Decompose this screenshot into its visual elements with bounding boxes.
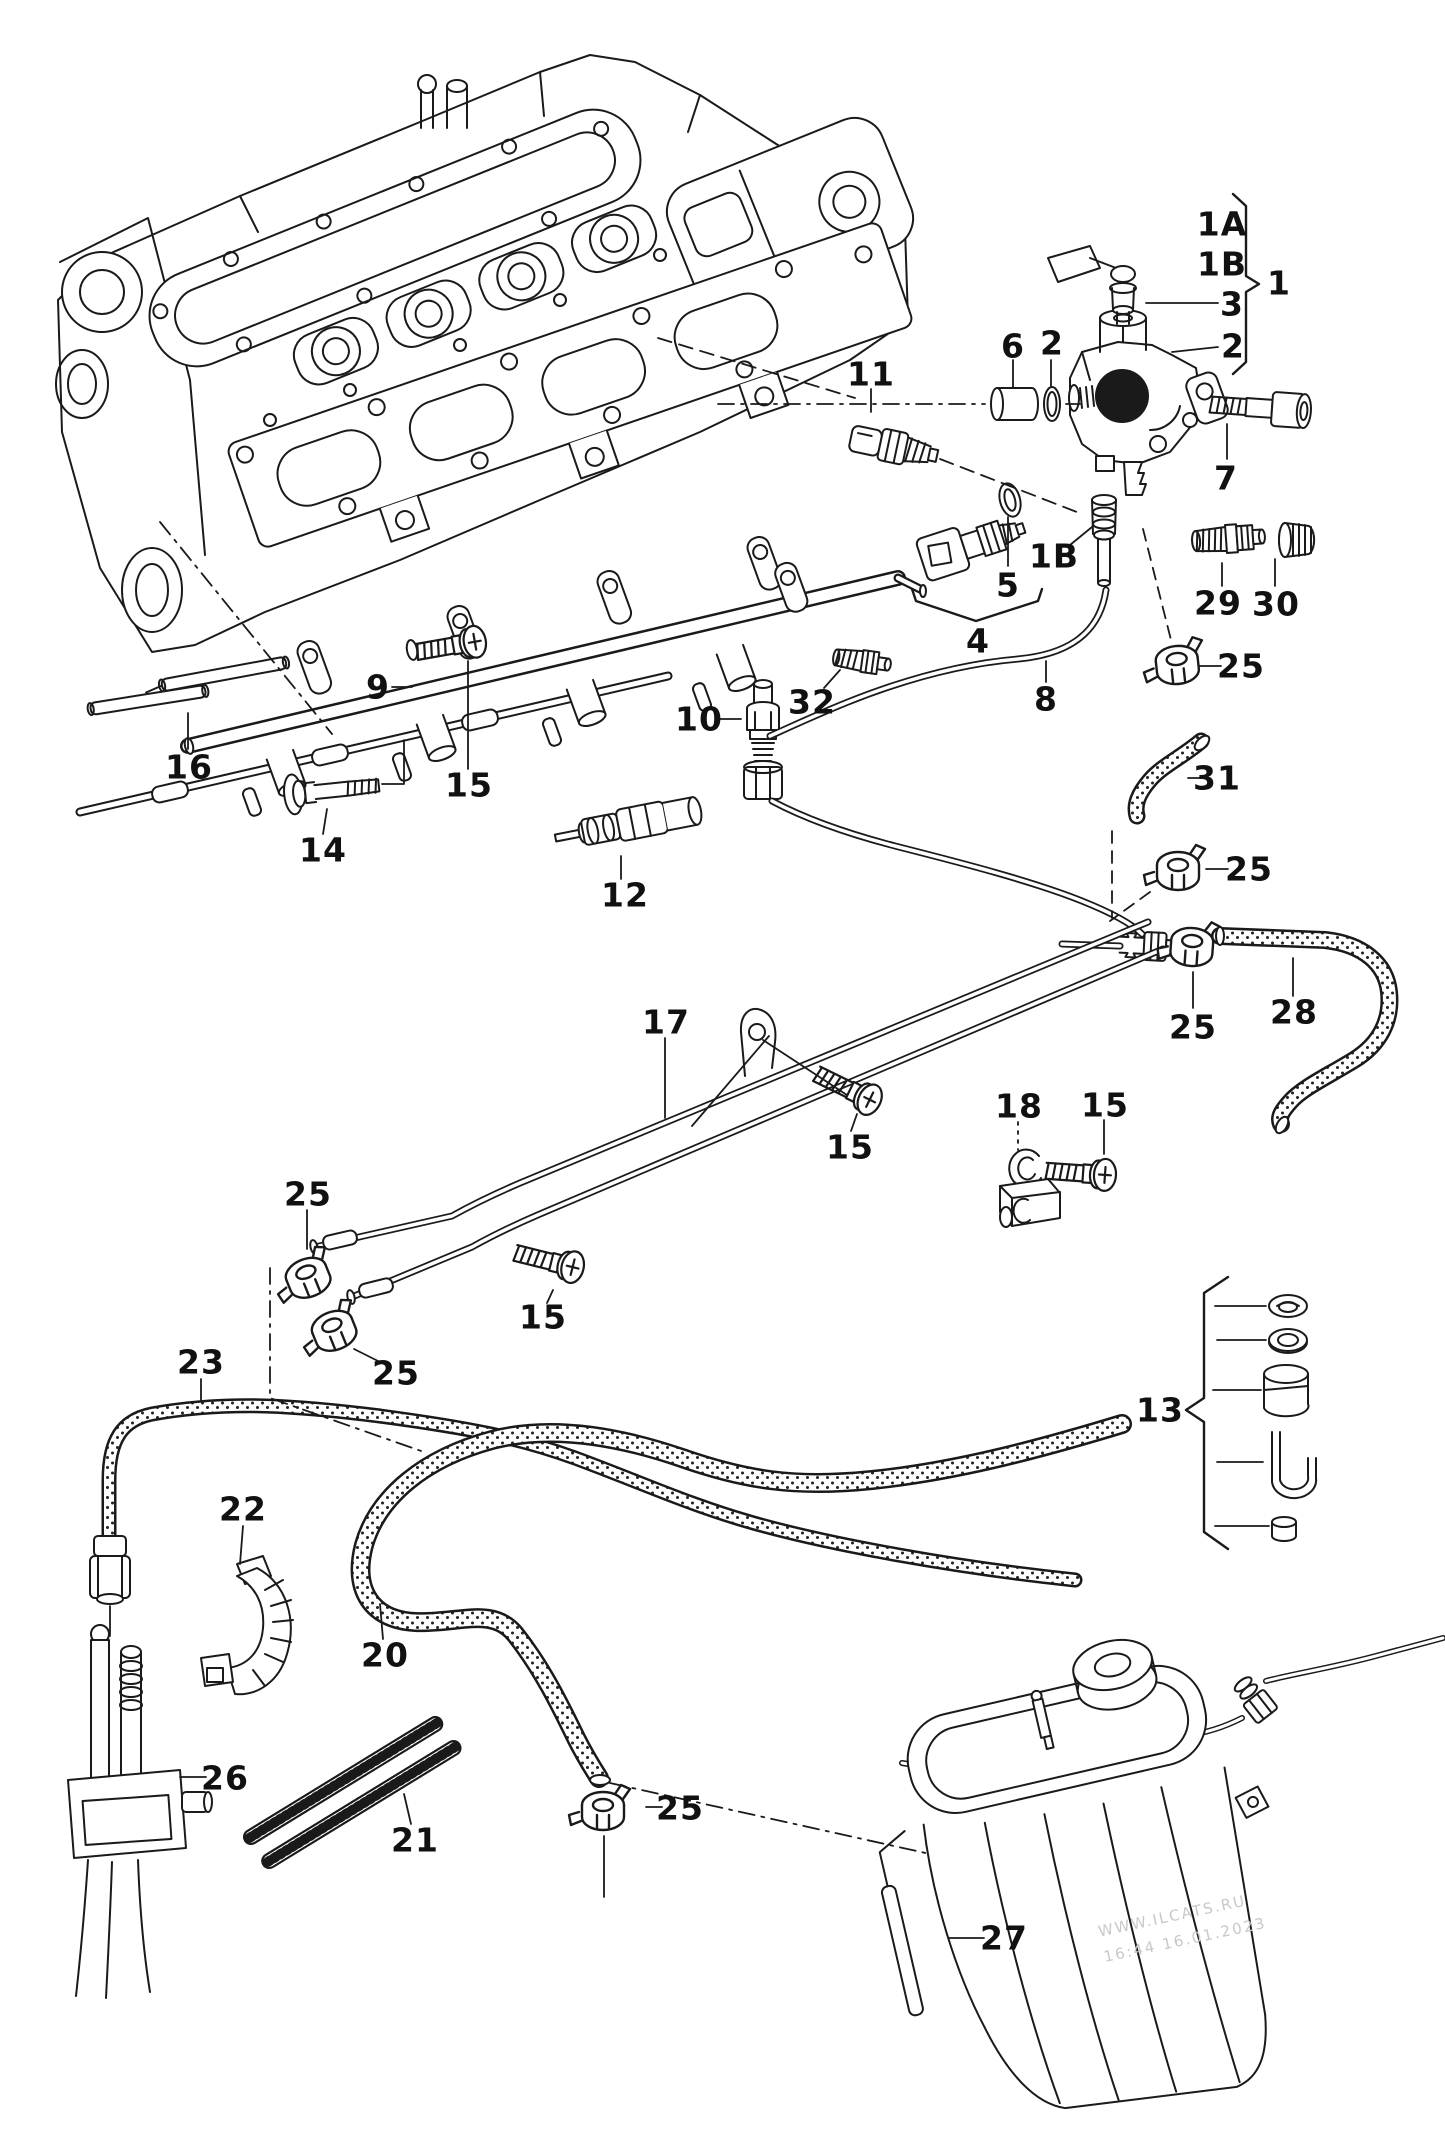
part-label-25e: 25 bbox=[372, 1353, 420, 1393]
head-gasket-sheet bbox=[227, 222, 913, 548]
part-label-8: 8 bbox=[1034, 679, 1058, 719]
part-label-32: 32 bbox=[788, 682, 836, 722]
screw-15-d bbox=[510, 1236, 589, 1287]
part-label-29: 29 bbox=[1194, 583, 1242, 623]
high-pressure-pump bbox=[1047, 245, 1229, 496]
construction-lines bbox=[159, 337, 1172, 1855]
part-label-17: 17 bbox=[642, 1002, 690, 1042]
fuel-rail bbox=[75, 535, 927, 817]
clip-22 bbox=[200, 1555, 294, 1696]
part-label-16: 16 bbox=[165, 747, 213, 787]
part-label-15c: 15 bbox=[1081, 1085, 1129, 1125]
fitting-1b bbox=[1091, 494, 1117, 587]
part-label-11: 11 bbox=[847, 354, 895, 394]
screw-15-c bbox=[1043, 1153, 1119, 1193]
part-label-23: 23 bbox=[177, 1342, 225, 1382]
part-label-3: 3 bbox=[1220, 284, 1244, 324]
hose-28 bbox=[1211, 926, 1399, 1135]
clamp-25-e bbox=[291, 1295, 368, 1363]
connector-26 bbox=[67, 1624, 213, 1999]
hose-20 bbox=[350, 1414, 1132, 1788]
part-label-5: 5 bbox=[996, 565, 1020, 605]
part-label-25d: 25 bbox=[284, 1174, 332, 1214]
part-label-13: 13 bbox=[1136, 1390, 1184, 1430]
dowel-pins-16 bbox=[86, 655, 291, 717]
fitting-29 bbox=[1191, 523, 1266, 554]
part-label-25f: 25 bbox=[656, 1788, 704, 1828]
fuel-pipes-17 bbox=[309, 918, 1167, 1305]
part-label-6: 6 bbox=[1001, 326, 1025, 366]
part-label-1B: 1B bbox=[1196, 244, 1248, 284]
injector-12 bbox=[553, 796, 703, 846]
part-label-30: 30 bbox=[1252, 584, 1300, 624]
engine-head-sketch bbox=[55, 54, 915, 653]
bushing-6 bbox=[990, 387, 1039, 421]
hose-31 bbox=[1127, 732, 1211, 825]
part-label-15b: 15 bbox=[826, 1127, 874, 1167]
fitting-32 bbox=[832, 648, 892, 676]
part-label-12: 12 bbox=[601, 875, 649, 915]
elbow-fitting bbox=[743, 760, 783, 800]
part-label-31: 31 bbox=[1193, 758, 1241, 798]
part-label-9: 9 bbox=[366, 667, 390, 707]
part-label-1A: 1A bbox=[1196, 204, 1248, 244]
part-label-1Bb: 1B bbox=[1028, 536, 1080, 576]
bolt-14 bbox=[283, 773, 381, 816]
leader-lines bbox=[179, 302, 1294, 1939]
valve-10 bbox=[746, 679, 780, 762]
clamp-25-b bbox=[1142, 843, 1207, 892]
part-label-10: 10 bbox=[675, 699, 723, 739]
clamp-25-d bbox=[265, 1242, 342, 1310]
part-label-14: 14 bbox=[299, 830, 347, 870]
part-label-28: 28 bbox=[1270, 992, 1318, 1032]
strips-21 bbox=[243, 1716, 462, 1869]
part-label-18: 18 bbox=[995, 1086, 1043, 1126]
canister-27 bbox=[878, 1638, 1270, 2110]
bolt-7 bbox=[1208, 391, 1312, 430]
group-braces bbox=[910, 192, 1261, 623]
pump-feed-pipe-8 bbox=[766, 586, 1110, 740]
part-label-2b: 2 bbox=[1040, 323, 1064, 363]
clamp-25-f bbox=[567, 1783, 632, 1832]
part-label-21: 21 bbox=[391, 1820, 439, 1860]
group-13-parts bbox=[1184, 1275, 1318, 1551]
sensor-4 bbox=[915, 519, 1027, 582]
part-label-4: 4 bbox=[966, 621, 990, 661]
part-label-25c: 25 bbox=[1169, 1007, 1217, 1047]
hose23-connector bbox=[89, 1535, 131, 1637]
o-ring-2 bbox=[1043, 386, 1061, 422]
part-label-15a: 15 bbox=[445, 765, 493, 805]
part-label-2: 2 bbox=[1221, 326, 1245, 366]
part-label-7: 7 bbox=[1214, 458, 1238, 498]
part-label-15d: 15 bbox=[519, 1297, 567, 1337]
pipe-bracket-tab bbox=[691, 1008, 851, 1127]
elbow-out-pipe bbox=[768, 797, 1146, 950]
bracket-18 bbox=[999, 1148, 1061, 1228]
part-label-1: 1 bbox=[1267, 263, 1291, 303]
part-label-27: 27 bbox=[980, 1918, 1028, 1958]
part-label-22: 22 bbox=[219, 1489, 267, 1529]
part-label-20: 20 bbox=[361, 1635, 409, 1675]
clamp-25-a bbox=[1139, 635, 1208, 689]
part-label-25a: 25 bbox=[1217, 646, 1265, 686]
cap-30 bbox=[1278, 522, 1316, 558]
part-label-26: 26 bbox=[201, 1758, 249, 1798]
sensor-11 bbox=[848, 425, 940, 466]
part-label-25b: 25 bbox=[1225, 849, 1273, 889]
